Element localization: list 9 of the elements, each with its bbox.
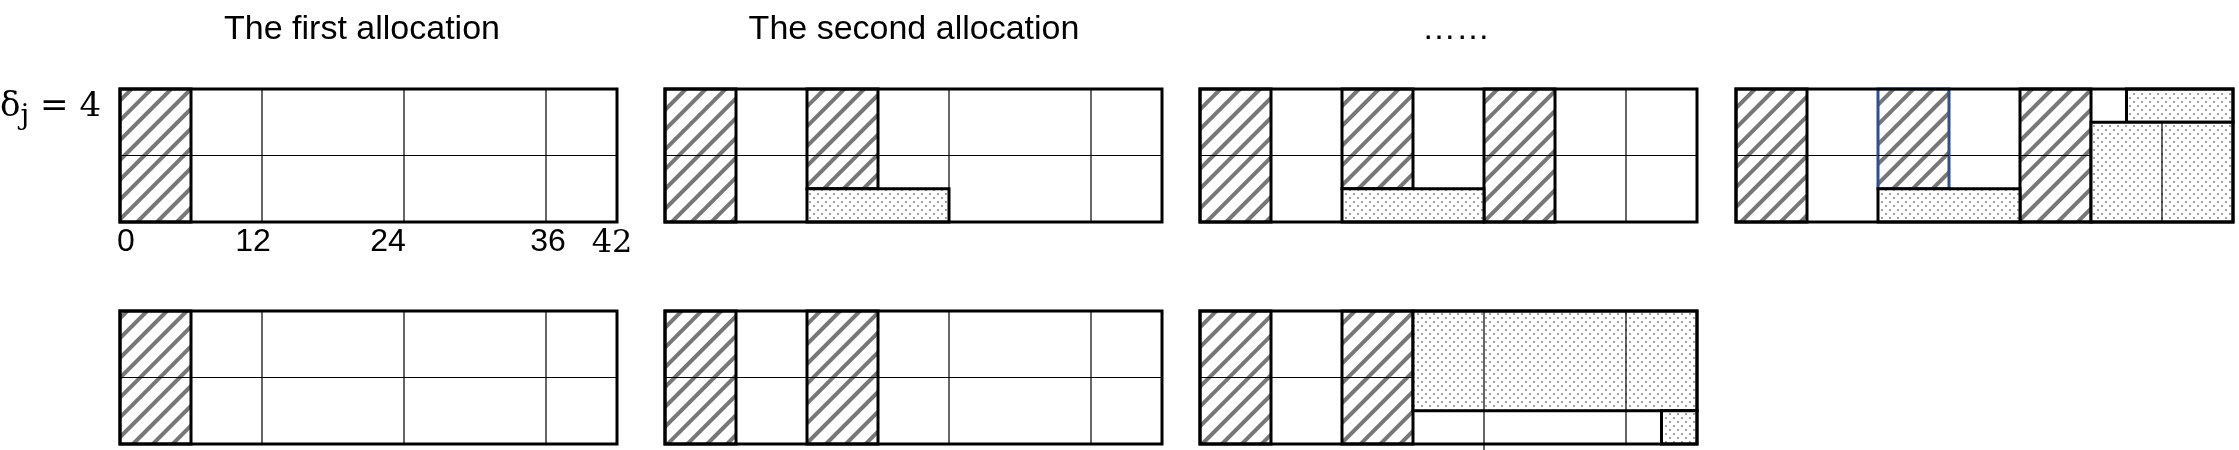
- ellipsis: ……: [1422, 8, 1490, 47]
- axis-tick-label: 0: [117, 222, 135, 259]
- height-label: δ$_{j}$ = 4: [0, 84, 102, 131]
- column-title: The first allocation: [224, 8, 500, 47]
- axis-tick-label: 24: [370, 222, 406, 259]
- axis-tick-label: 42: [591, 222, 633, 260]
- axis-tick-label: 36: [530, 222, 566, 259]
- axis-tick-label: 12: [235, 222, 271, 259]
- column-title: The second allocation: [748, 8, 1080, 47]
